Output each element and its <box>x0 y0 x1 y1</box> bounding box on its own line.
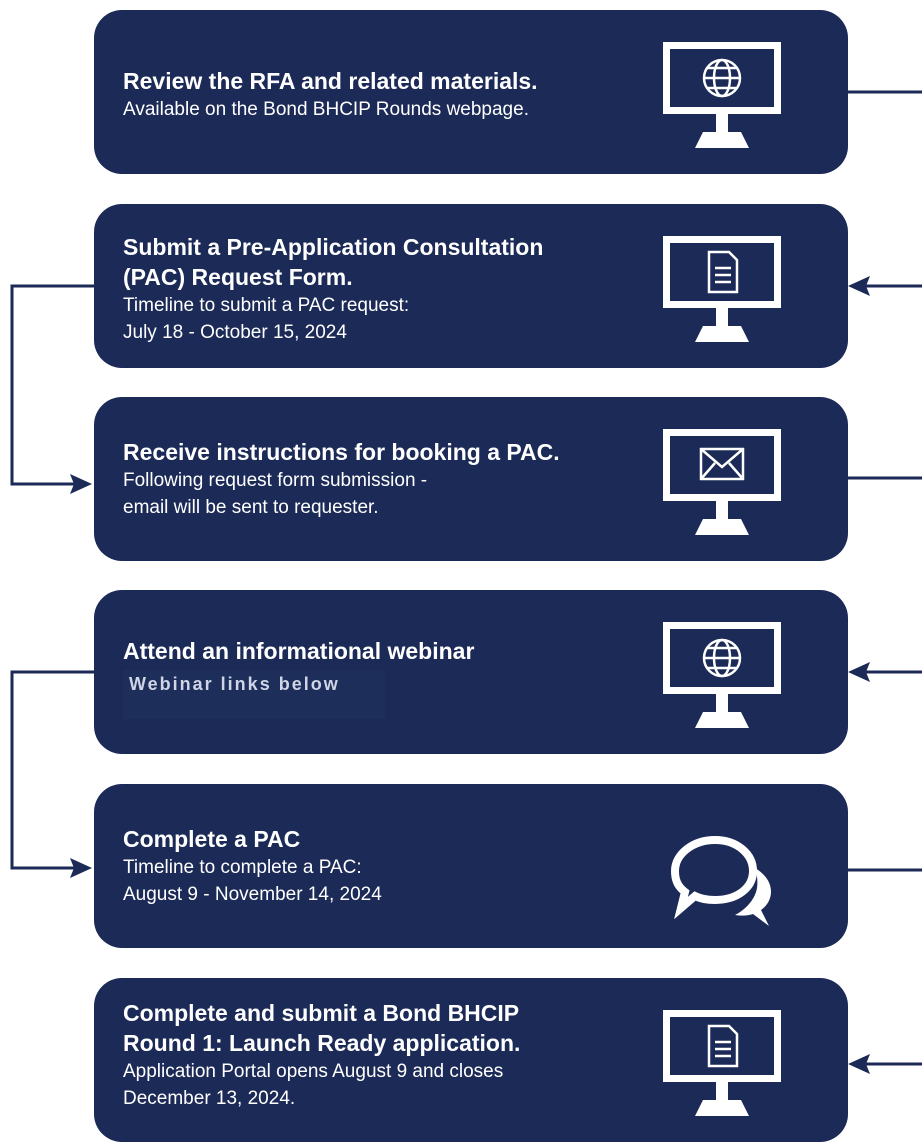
step-description-line: August 9 - November 14, 2024 <box>123 884 382 905</box>
arrowhead-step-2 <box>848 276 870 296</box>
monitor-document-icon <box>663 236 781 342</box>
step-attend-webinar: Attend an informational webinar Webinar … <box>94 590 848 754</box>
step-description-line: July 18 - October 15, 2024 <box>123 322 347 343</box>
step-description-line: Timeline to submit a PAC request: <box>123 295 410 316</box>
arrowhead-step-4 <box>848 662 870 682</box>
step-title-line: (PAC) Request Form. <box>123 264 353 290</box>
arrowhead-step-3 <box>70 474 92 494</box>
step-complete-pac: Complete a PAC Timeline to complete a PA… <box>94 784 848 948</box>
step-description-line: Following request form submission - <box>123 470 428 491</box>
arrowhead-step-5 <box>70 858 92 878</box>
monitor-globe-icon <box>663 42 781 148</box>
step-review-rfa: Review the RFA and related materials. Av… <box>94 10 848 174</box>
step-description-line: Application Portal opens August 9 and cl… <box>123 1061 504 1082</box>
step-submit-application: Complete and submit a Bond BHCIP Round 1… <box>94 978 848 1142</box>
step-title: Review the RFA and related materials. <box>123 68 538 94</box>
step-title: Receive instructions for booking a PAC. <box>123 439 560 465</box>
arrowhead-step-6 <box>848 1054 870 1074</box>
step-submit-pac-request: Submit a Pre-Application Consultation (P… <box>94 204 848 368</box>
step-description-line: email will be sent to requester. <box>123 497 379 518</box>
step-title-line: Complete and submit a Bond BHCIP <box>123 1000 520 1026</box>
speech-bubbles-icon <box>670 835 771 926</box>
connector-4-to-5 <box>10 670 94 870</box>
step-title-line: Round 1: Launch Ready application. <box>123 1030 521 1056</box>
step-title: Complete a PAC <box>123 826 301 852</box>
monitor-document-icon <box>663 1010 781 1116</box>
webinar-links-badge: Webinar links below <box>123 670 385 719</box>
step-title-line: Submit a Pre-Application Consultation <box>123 234 544 260</box>
step-description: Available on the Bond BHCIP Rounds webpa… <box>123 99 529 120</box>
step-description-line: Timeline to complete a PAC: <box>123 857 362 878</box>
step-title: Attend an informational webinar <box>123 638 475 664</box>
connector-2-to-3 <box>10 284 94 486</box>
step-receive-instructions: Receive instructions for booking a PAC. … <box>94 397 848 561</box>
step-description-line: December 13, 2024. <box>123 1088 296 1109</box>
monitor-globe-icon <box>663 622 781 728</box>
monitor-envelope-icon <box>663 429 781 535</box>
